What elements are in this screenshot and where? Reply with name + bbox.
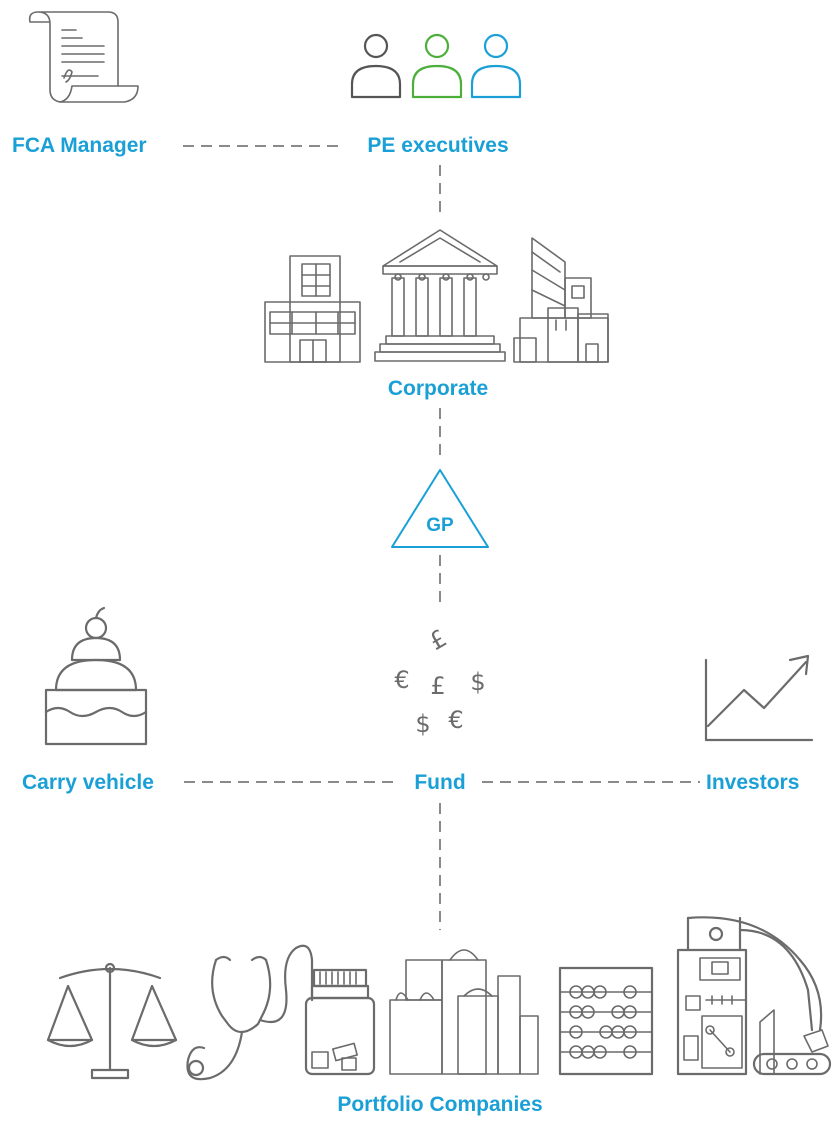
- scales-icon: [46, 962, 178, 1080]
- growth-chart-icon: [704, 654, 814, 742]
- currency-symbol: £: [424, 624, 451, 656]
- buildings-icon: [264, 229, 609, 363]
- currency-icon: £ € £ $ $ €: [394, 624, 485, 738]
- cake-icon: [44, 606, 148, 746]
- node-gp: GP: [426, 515, 454, 536]
- shopping-bags-icon: [389, 949, 539, 1075]
- currency-symbol: £: [430, 672, 445, 700]
- currency-symbol: $: [415, 710, 430, 738]
- node-carry-vehicle: Carry vehicle: [22, 771, 154, 794]
- triangle-icon: [391, 469, 489, 548]
- medicine-jar-icon: [304, 968, 376, 1076]
- robot-machine-icon: [676, 916, 832, 1076]
- node-corporate: Corporate: [387, 377, 489, 400]
- person-green-icon: [411, 33, 463, 99]
- node-pe-executives: PE executives: [367, 134, 509, 157]
- skyline-icon: [513, 237, 609, 363]
- node-portfolio-companies: Portfolio Companies: [337, 1093, 543, 1116]
- node-fund: Fund: [414, 771, 466, 794]
- abacus-icon: [558, 966, 654, 1076]
- person-blue-icon: [470, 33, 522, 99]
- node-investors: Investors: [706, 771, 800, 794]
- currency-symbol: $: [470, 668, 485, 696]
- node-fca-manager: FCA Manager: [12, 134, 147, 157]
- connector-lines: [183, 145, 700, 930]
- people-group-icon: [350, 33, 522, 99]
- stethoscope-icon: [186, 944, 314, 1081]
- document-scroll-icon: [28, 11, 139, 103]
- person-dark-icon: [350, 33, 402, 99]
- bank-building-icon: [374, 229, 506, 362]
- industries-icon: [46, 916, 832, 1081]
- office-building-icon: [264, 255, 361, 363]
- currency-symbol: €: [448, 706, 463, 734]
- currency-symbol: €: [394, 666, 409, 694]
